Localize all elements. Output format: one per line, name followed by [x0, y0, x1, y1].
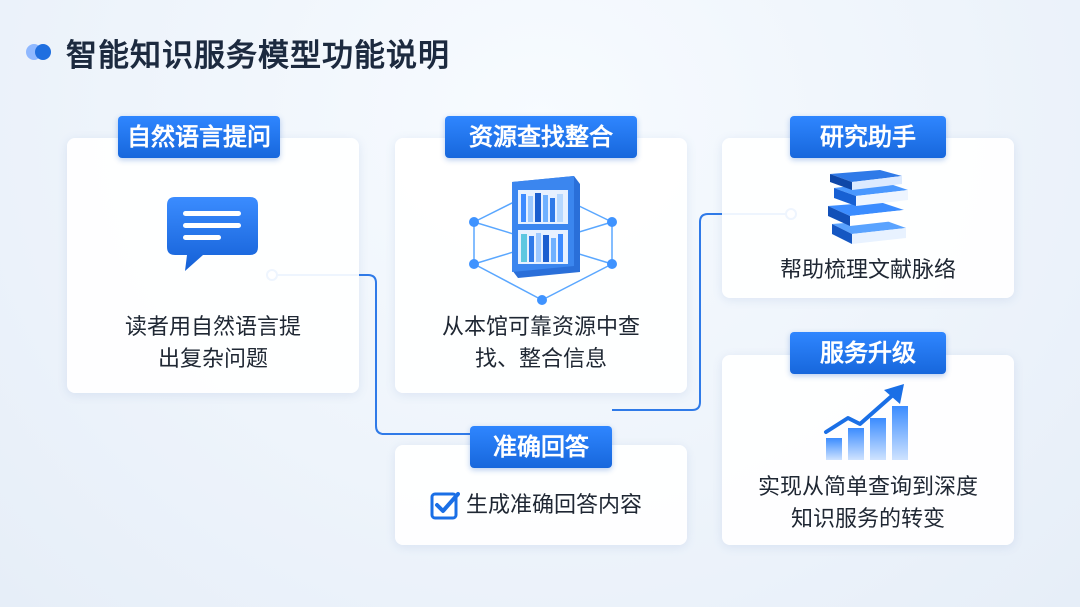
desc-resource-find: 从本馆可靠资源中查 找、整合信息: [395, 312, 687, 376]
desc-accurate-answer: 生成准确回答内容: [466, 493, 643, 518]
tag-service-upgrade: 服务升级: [790, 332, 946, 374]
desc-research-assistant: 帮助梳理文献脉络: [779, 258, 956, 283]
page-title: 智能知识服务模型功能说明: [66, 37, 450, 74]
desc-line: 读者用自然语言提: [124, 315, 301, 340]
desc-line: 出复杂问题: [157, 347, 268, 372]
bookshelf-network-icon: [462, 168, 622, 308]
page-header: 智能知识服务模型功能说明: [26, 32, 450, 74]
title-dots-icon: [26, 42, 54, 62]
desc-line: 实现从简单查询到深度: [757, 475, 978, 500]
desc-line: 找、整合信息: [474, 347, 607, 372]
tag-resource-find: 资源查找整合: [445, 116, 637, 158]
checkbox-icon: [430, 490, 460, 520]
desc-line: 知识服务的转变: [790, 507, 945, 532]
tag-natural-language: 自然语言提问: [118, 116, 280, 158]
tag-accurate-answer: 准确回答: [470, 426, 612, 468]
chat-bubble-icon: [165, 195, 260, 275]
connector-path: [272, 274, 470, 435]
desc-service-upgrade: 实现从简单查询到深度 知识服务的转变: [722, 472, 1014, 536]
book-stack-icon: [822, 170, 914, 248]
tag-research-assistant: 研究助手: [790, 116, 946, 158]
desc-line: 从本馆可靠资源中查: [441, 315, 640, 340]
connector-path: [612, 213, 786, 411]
card-service-upgrade: [722, 355, 1014, 545]
growth-chart-icon: [820, 382, 918, 462]
card-natural-language: [67, 138, 359, 393]
desc-natural-language: 读者用自然语言提 出复杂问题: [67, 312, 359, 376]
